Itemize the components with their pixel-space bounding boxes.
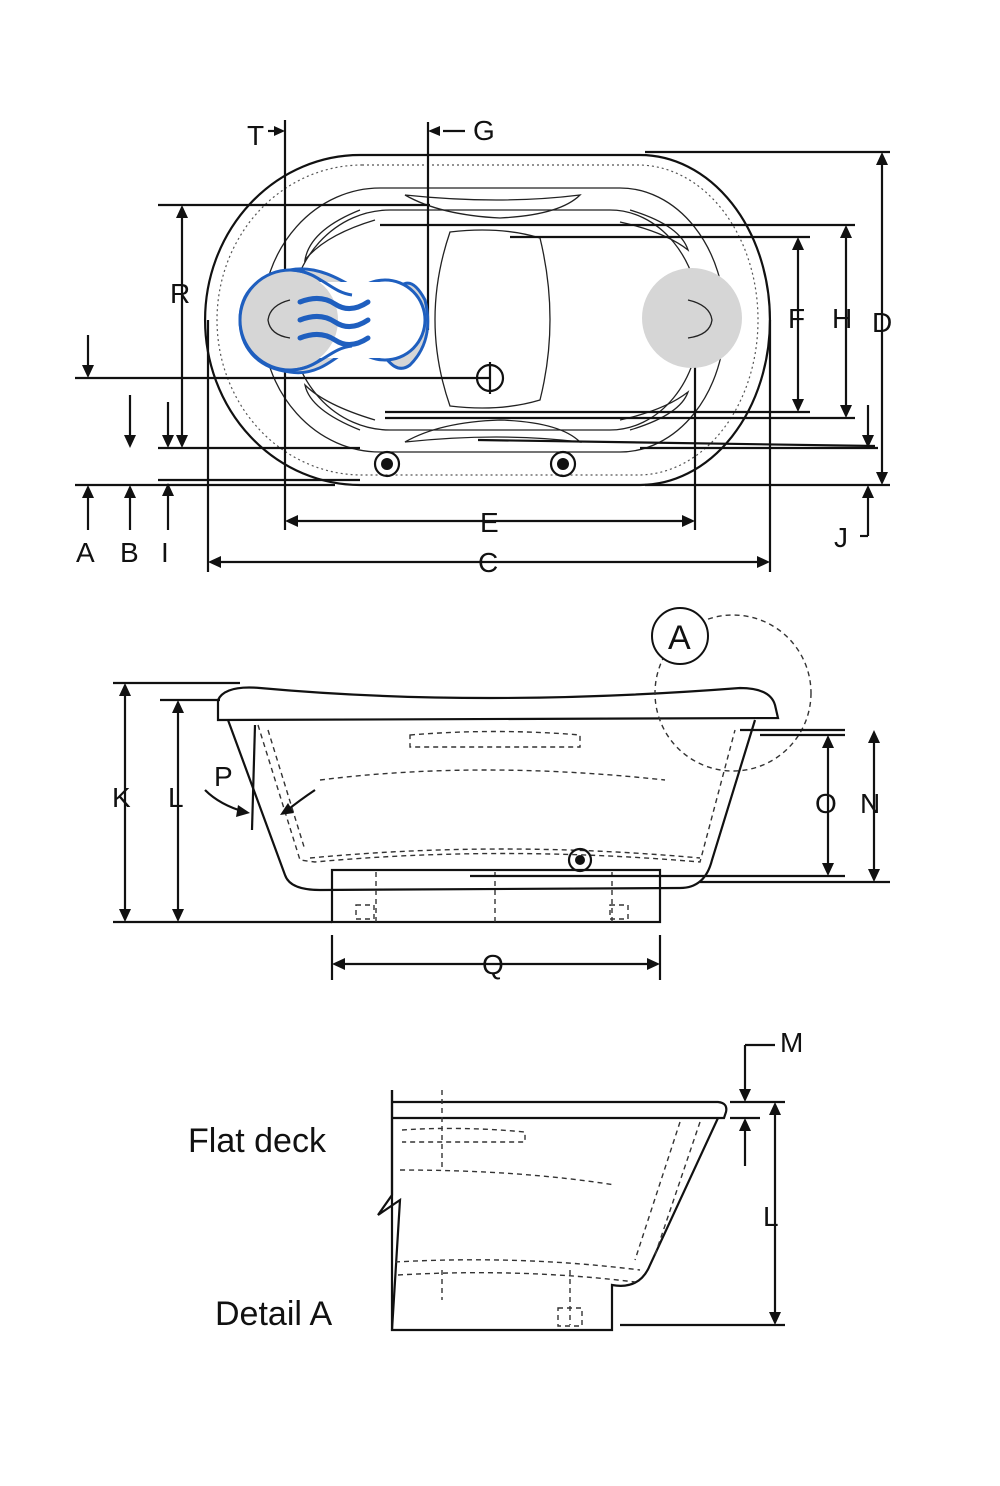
control-button-icon [373, 450, 577, 478]
tub-rim-dotted [216, 164, 759, 476]
detail-callout-circle [654, 614, 812, 772]
side-curve-br [619, 390, 690, 431]
label-A: A [76, 537, 95, 568]
detail-shell [377, 1090, 719, 1332]
detail-callout-badge [651, 607, 709, 665]
label-O: O [815, 788, 837, 819]
top-view: T G R F H D E C A B I J [75, 115, 892, 578]
label-C: C [478, 547, 498, 578]
side-drain-icon [567, 847, 593, 873]
side-view: A K L P O N Q [112, 607, 890, 980]
label-M: M [780, 1027, 803, 1058]
pedestal-base [330, 868, 662, 924]
flat-deck-caption: Flat deck [188, 1122, 327, 1160]
tub-side-inner-dashed [257, 724, 736, 863]
label-Q: Q [482, 949, 504, 980]
right-jet-icon [642, 268, 742, 368]
detail-deck [392, 1100, 728, 1120]
label-T: T [247, 120, 264, 151]
armrest-top [404, 194, 582, 219]
label-I: I [161, 537, 169, 568]
side-curve-tl [303, 209, 376, 263]
label-K: K [112, 782, 131, 813]
label-E: E [480, 507, 499, 538]
drain-icon [475, 362, 505, 394]
detail-callout-label: A [668, 619, 691, 657]
side-curve-bl [303, 383, 376, 431]
label-B: B [120, 537, 139, 568]
wave-heat-icon [297, 296, 371, 347]
tub-side-shell [226, 719, 757, 892]
label-R: R [170, 278, 190, 309]
label-N: N [860, 788, 880, 819]
side-curve-tr [619, 209, 690, 252]
label-P: P [214, 761, 233, 792]
seat-area [434, 229, 551, 409]
armrest-bottom [404, 419, 582, 443]
label-L-detail: L [763, 1201, 779, 1232]
tub-bottom [289, 209, 701, 431]
label-F: F [788, 303, 805, 334]
label-D: D [872, 307, 892, 338]
label-L-side: L [168, 782, 184, 813]
label-J: J [834, 522, 848, 553]
detail-a-caption: Detail A [215, 1295, 332, 1333]
tub-side-rim [216, 686, 780, 722]
tub-outer-rim [203, 153, 772, 487]
detail-view: M L Flat deck Detail A [188, 1027, 803, 1333]
tub-inner-basin [261, 187, 726, 453]
label-H: H [832, 303, 852, 334]
label-G: G [473, 115, 495, 146]
